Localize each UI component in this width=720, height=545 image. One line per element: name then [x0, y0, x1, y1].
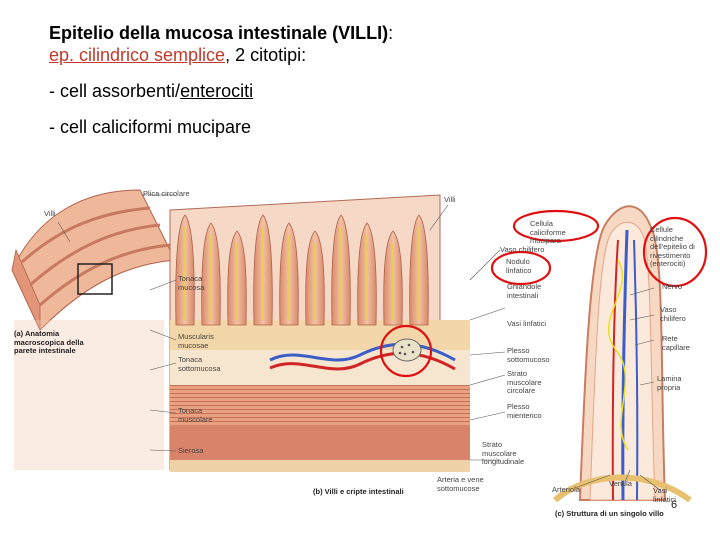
label-sierosa: Sierosa	[178, 447, 203, 456]
label-vasi-linfatici-c: Vasi linfatici	[653, 487, 687, 504]
epithelium-line: ep. cilindrico semplice, 2 citotipi:	[49, 44, 689, 66]
title-colon: :	[388, 23, 393, 43]
label-cellule-cilindriche: Cellule cilindriche dell'epitelio di riv…	[650, 226, 702, 269]
label-plesso-sottomucoso: Plesso sottomucoso	[507, 347, 552, 364]
label-plesso-mienterico: Plesso mienterico	[507, 403, 547, 420]
label-plica: Plica circolare	[143, 190, 190, 199]
label-muscularis: Muscularis mucosae	[178, 333, 218, 350]
label-strato-longitudinale: Strato muscolare longitudinale	[482, 441, 532, 467]
label-nodulo-linfatico: Nodulo linfatico	[506, 258, 546, 275]
cell-types-text: , 2 citotipi:	[225, 45, 306, 65]
label-ghiandole: Ghiandole intestinali	[507, 283, 557, 300]
label-vaso-chilifero-c: Vaso chilifero	[660, 306, 698, 323]
goblet-cell-illustration	[393, 339, 421, 361]
caption-panel-b: (b) Villi e cripte intestinali	[313, 488, 513, 497]
label-lamina-propria: Lamina propria	[657, 375, 695, 392]
label-tonaca-mucosa: Tonaca mucosa	[178, 275, 218, 292]
bullet-caliciformi: - cell caliciformi mucipare	[49, 116, 689, 138]
epithelium-type-link[interactable]: ep. cilindrico semplice	[49, 45, 225, 65]
label-venula: Venula	[609, 480, 632, 489]
label-tonaca-muscolare: Tonaca muscolare	[178, 407, 218, 424]
bullet1-term: enterociti	[180, 81, 253, 101]
slide-title: Epitelio della mucosa intestinale (VILLI…	[49, 23, 388, 43]
intestinal-wall-figure: Plica circolare Villi Tonaca mucosa Musc…	[0, 170, 720, 540]
label-arteriola: Arteriola	[552, 486, 580, 495]
label-nervo: Nervo	[662, 283, 682, 292]
label-vaso-chilifero: Vaso chilifero	[500, 246, 544, 255]
label-vasi-linfatici: Vasi linfatici	[507, 320, 547, 329]
label-villi-b: Villi	[444, 196, 456, 205]
label-cellula-caliciforme: Cellula caliciforme mucipara	[530, 220, 586, 246]
slide-text-block: Epitelio della mucosa intestinale (VILLI…	[49, 22, 689, 138]
label-villi-a: Villi	[44, 210, 56, 219]
caption-panel-c: (c) Struttura di un singolo villo	[555, 510, 705, 519]
label-strato-circolare: Strato muscolare circolare	[507, 370, 552, 396]
bullet-enterociti: - cell assorbenti/enterociti	[49, 80, 689, 102]
label-rete-capillare: Rete capillare	[662, 335, 698, 352]
caption-panel-a: (a) Anatomia macroscopica della parete i…	[14, 330, 106, 356]
bullet1-prefix: - cell assorbenti/	[49, 81, 180, 101]
label-tonaca-sottomucosa: Tonaca sottomucosa	[178, 356, 223, 373]
page-number: 6	[671, 499, 677, 511]
title-line: Epitelio della mucosa intestinale (VILLI…	[49, 22, 689, 44]
